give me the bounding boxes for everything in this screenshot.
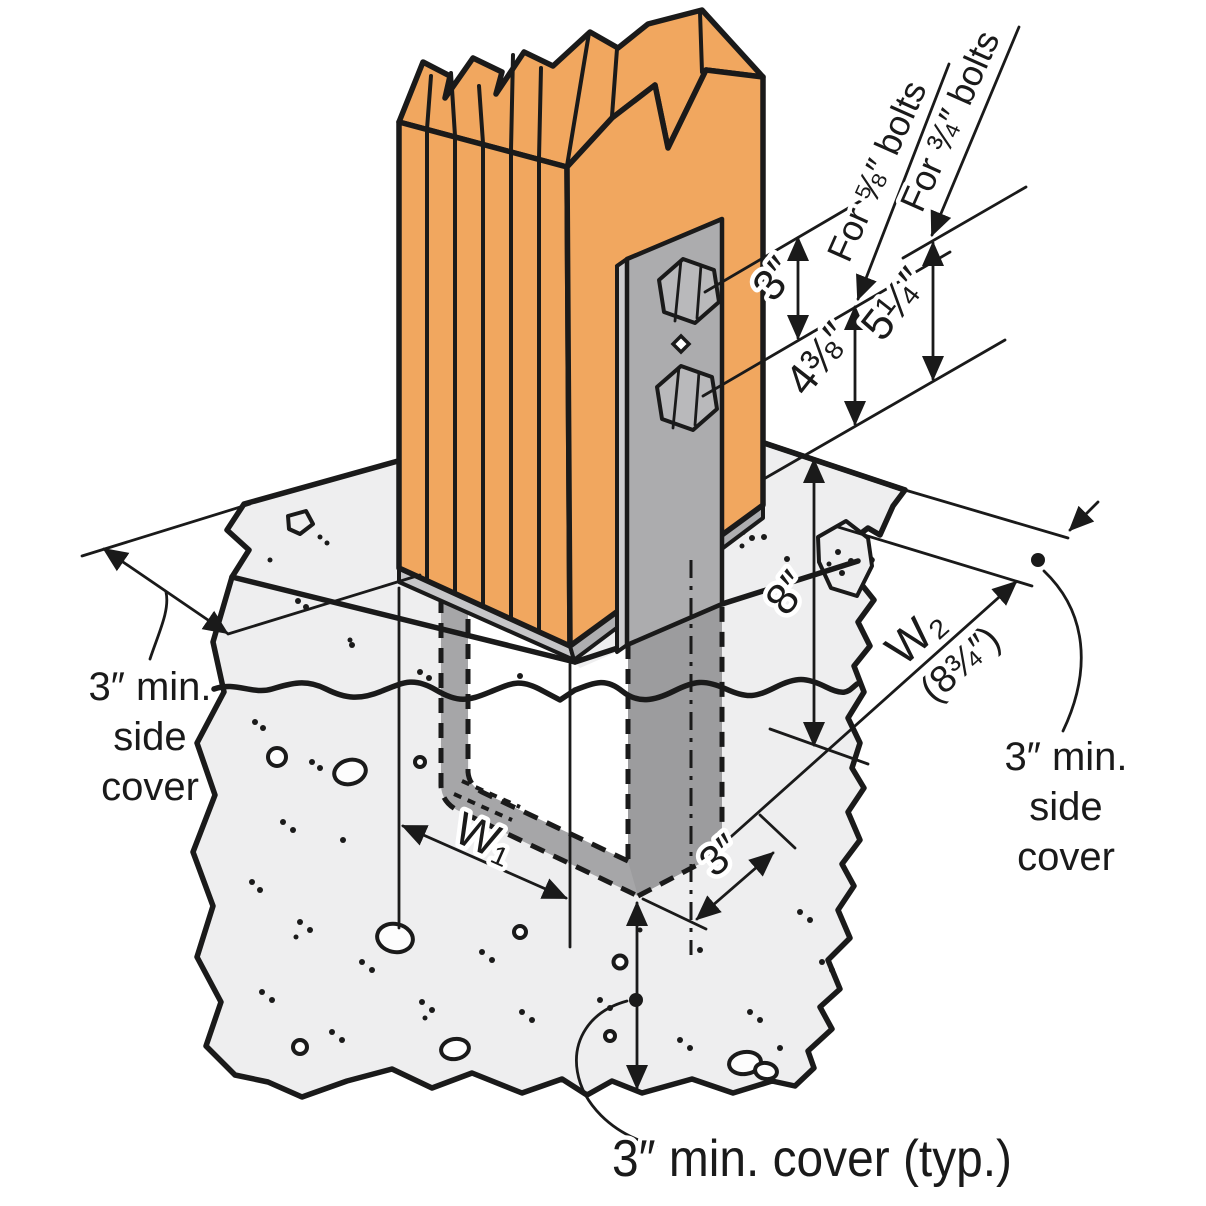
side-cover-right-arrow: [1068, 500, 1100, 532]
surface-front-left-edge: [229, 574, 578, 665]
hex-bolt-head-bottom: [655, 364, 719, 432]
steel-side-plate: [615, 216, 725, 654]
bracket-hidden-edge-inner: [465, 610, 630, 864]
plate-face: [624, 216, 725, 648]
side-cover-right-line3: cover: [1017, 835, 1115, 879]
surface-back-right-edge: [761, 440, 908, 493]
aggregate-speckles: [249, 529, 854, 1082]
ref-line-concrete-edge-right: [903, 488, 1070, 540]
side-cover-right-leader: [1042, 569, 1083, 733]
side-cover-right-dot: [1031, 553, 1045, 567]
dim-seat-ext-line2: [758, 813, 797, 850]
dim-embed-large-label: 5¼″: [852, 259, 938, 350]
dim-w1-arrow: [401, 824, 568, 900]
side-cover-left-line2: side: [113, 715, 186, 759]
note-bottom-cover: 3″ min. cover (typ.): [612, 1130, 1012, 1188]
concrete-surface-edges: [211, 440, 908, 703]
dim-seat-ext-arrow: [695, 851, 775, 921]
section-wavy-break-line: [211, 676, 860, 703]
aggregate-blobs: [266, 746, 779, 1082]
note-side-cover-left: 3″ min. side cover: [84, 661, 216, 814]
callout-line-small-bolts: [856, 62, 951, 301]
speckle-dots: [249, 529, 854, 1051]
side-cover-right-line1: 3″ min.: [1004, 735, 1127, 779]
leader-concrete-surface: [760, 338, 1007, 482]
bracket-bend-mark-2: [461, 779, 521, 809]
side-cover-left-line1: 3″ min.: [88, 665, 211, 709]
broken-chunk-left: [286, 509, 315, 536]
side-cover-right-line2: side: [1029, 785, 1102, 829]
diamond-hole: [670, 333, 692, 355]
ref-line-bracket-right: [836, 525, 1034, 588]
dim-bottom-cover-dot: [629, 993, 643, 1007]
side-cover-left-leader: [148, 590, 169, 661]
callout-line-large-bolts: [930, 25, 1021, 237]
note-side-cover-right: 3″ min. side cover: [1000, 731, 1132, 884]
leader-bottom-bolt: [701, 250, 952, 398]
dim-embed-small-label: 4⅜″: [776, 314, 862, 405]
bracket-right-strap-fill: [628, 602, 722, 896]
post-break-lines: [425, 10, 704, 168]
post-lamination-lines: [425, 128, 541, 634]
dim-bottom-cover-leader: [575, 999, 658, 1148]
dim-w2-line: [722, 580, 1018, 845]
side-cover-left-line3: cover: [101, 765, 199, 809]
hex-bolt-head-top: [657, 257, 721, 325]
bracket-hidden-edge-outer: [438, 598, 640, 899]
ref-line-concrete-edge-left: [80, 502, 252, 558]
dim-seat-ext-line1: [641, 897, 708, 931]
bracket-bend-mark-1: [453, 792, 513, 822]
ref-line-bracket-left: [226, 573, 422, 636]
